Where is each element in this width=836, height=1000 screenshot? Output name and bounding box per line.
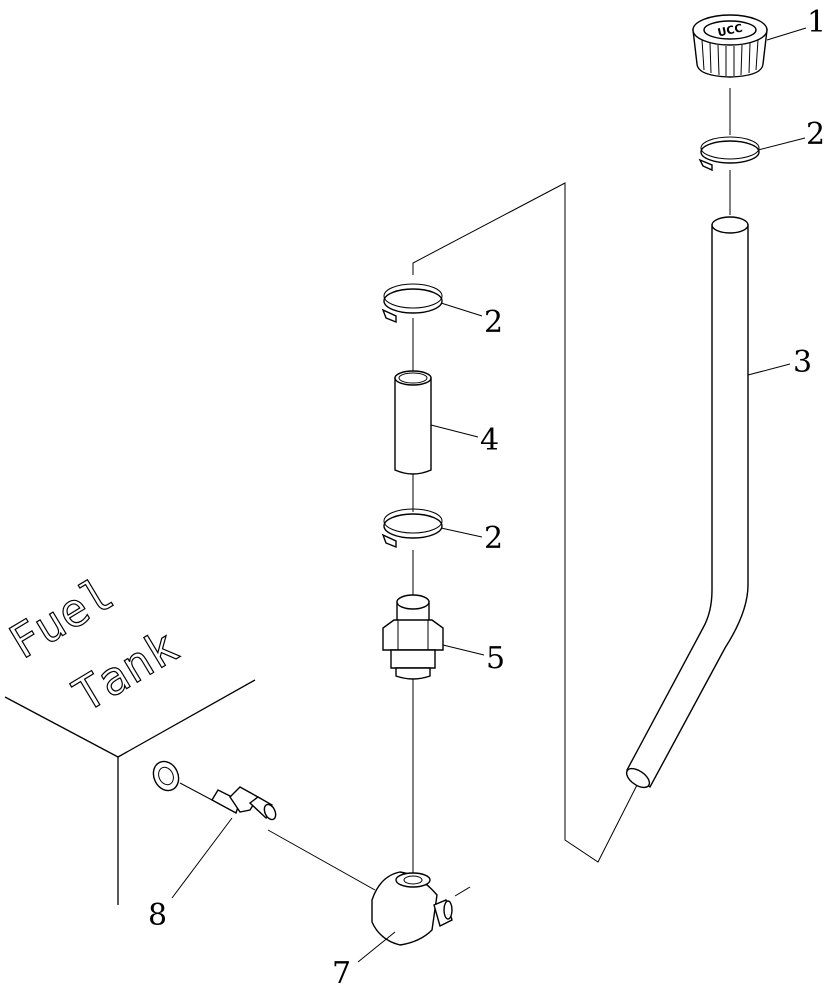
threaded-nipple xyxy=(152,760,277,821)
assembly-lines xyxy=(179,88,731,897)
callout-5: 5 xyxy=(486,641,505,676)
rubber-hose xyxy=(394,370,432,475)
callout-2-upper-clamp: 2 xyxy=(484,305,503,340)
hose-clamp-lower xyxy=(381,508,443,549)
callouts: 1 2 2 3 4 2 5 8 7 xyxy=(148,5,826,991)
fuel-cap: UCC xyxy=(692,14,768,78)
callout-4: 4 xyxy=(480,423,499,458)
callout-7: 7 xyxy=(332,956,351,991)
callout-3: 3 xyxy=(793,345,812,380)
hose-clamp-upper xyxy=(381,283,443,324)
callout-2-lower-clamp: 2 xyxy=(484,521,503,556)
callout-1: 1 xyxy=(807,5,826,40)
leader-lines xyxy=(171,27,807,963)
fuel-tank-outline: Fuel Tank xyxy=(0,565,256,905)
filler-tube xyxy=(625,216,749,789)
callout-8: 8 xyxy=(148,898,167,933)
elbow-fitting xyxy=(371,871,453,946)
cap-logo: UCC xyxy=(716,22,743,40)
hose-adapter xyxy=(382,594,444,680)
callout-2-cap-clamp: 2 xyxy=(806,117,825,152)
hose-clamp-top xyxy=(698,136,760,172)
